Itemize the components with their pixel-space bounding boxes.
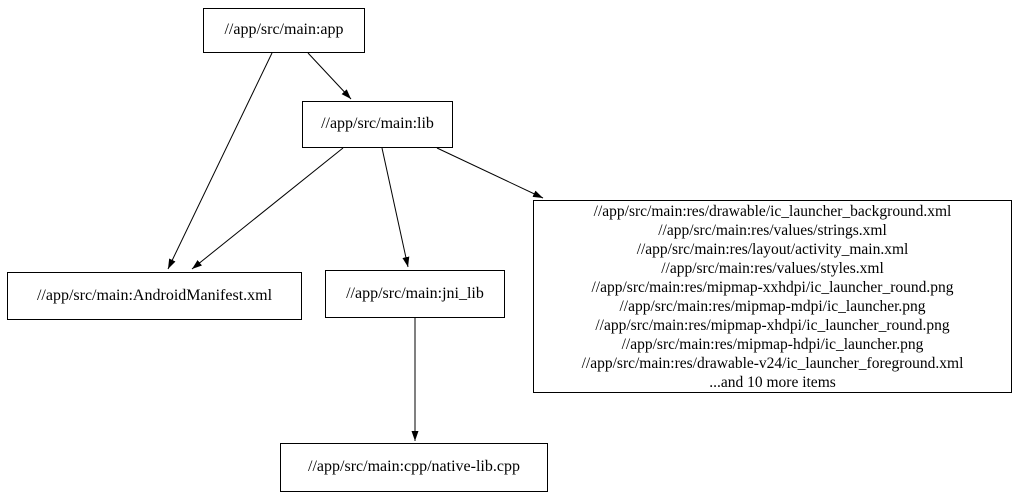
resource-item: //app/src/main:res/values/strings.xml	[658, 221, 887, 239]
edge-lib-resources	[436, 147, 544, 199]
node-jni-lib-label: //app/src/main:jni_lib	[346, 284, 484, 302]
resource-item: //app/src/main:res/mipmap-xhdpi/ic_launc…	[595, 316, 950, 334]
node-app: //app/src/main:app	[203, 8, 365, 53]
node-lib: //app/src/main:lib	[302, 101, 453, 148]
resource-item: //app/src/main:res/mipmap-hdpi/ic_launch…	[621, 335, 924, 353]
node-jni-lib: //app/src/main:jni_lib	[325, 270, 505, 318]
node-android-manifest-label: //app/src/main:AndroidManifest.xml	[36, 286, 273, 304]
node-native-lib-cpp-label: //app/src/main:cpp/native-lib.cpp	[308, 458, 520, 476]
resource-item: //app/src/main:res/drawable-v24/ic_launc…	[581, 354, 964, 372]
edge-lib-manifest	[191, 147, 344, 270]
resource-item: //app/src/main:res/mipmap-mdpi/ic_launch…	[619, 297, 926, 315]
edge-lib-jni-lib	[381, 147, 410, 268]
resource-item: //app/src/main:res/mipmap-xxhdpi/ic_laun…	[591, 278, 954, 296]
edge-app-lib	[307, 52, 352, 100]
node-app-label: //app/src/main:app	[224, 21, 344, 39]
resource-item: //app/src/main:res/layout/activity_main.…	[636, 240, 909, 258]
node-resources-list: //app/src/main:res/drawable/ic_launcher_…	[533, 200, 1012, 393]
resource-item: //app/src/main:res/drawable/ic_launcher_…	[593, 202, 952, 220]
node-lib-label: //app/src/main:lib	[321, 115, 434, 133]
resource-item: //app/src/main:res/values/styles.xml	[661, 259, 884, 277]
edge-app-manifest	[167, 52, 273, 270]
resource-more-items: ...and 10 more items	[709, 373, 836, 391]
node-android-manifest: //app/src/main:AndroidManifest.xml	[7, 272, 302, 320]
node-native-lib-cpp: //app/src/main:cpp/native-lib.cpp	[280, 443, 548, 492]
